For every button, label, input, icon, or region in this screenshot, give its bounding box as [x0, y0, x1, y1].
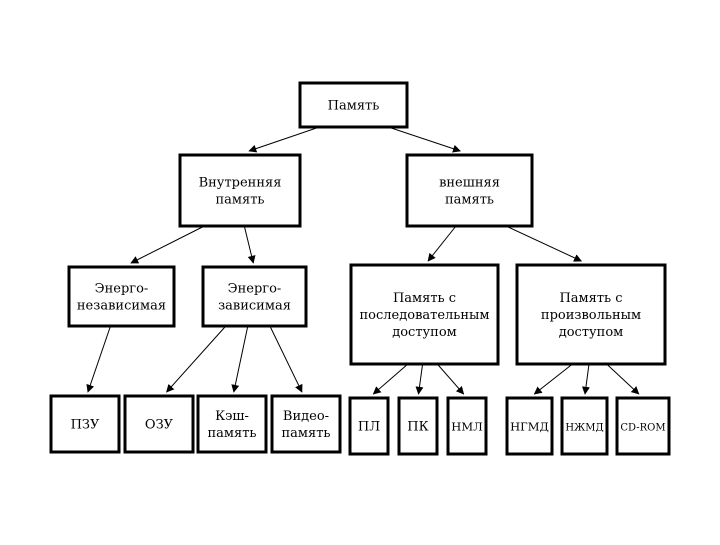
node-label-random-line-0: Память с	[559, 291, 622, 306]
edge-nonvolatile-to-pzu	[86, 325, 111, 393]
node-label-ngmd-line-0: НГМД	[510, 420, 549, 434]
node-label-cache-line-0: Кэш-	[215, 409, 249, 424]
node-box-ngmd	[505, 396, 554, 456]
edge-sequential-to-pk	[415, 363, 424, 395]
node-label-ozu-line-0: ОЗУ	[145, 418, 174, 433]
node-label-nzhmd-line-0: НЖМД	[565, 423, 603, 434]
node-label-pk-line-0: ПК	[407, 420, 428, 435]
node-ozu: ОЗУ	[123, 394, 195, 454]
node-pzu: ПЗУ	[49, 394, 121, 454]
edge-volatile-to-video	[269, 325, 303, 393]
edge-random-to-ngmd	[533, 363, 573, 395]
node-label-video-line-0: Видео-	[283, 409, 329, 424]
edge-internal-to-volatile	[243, 225, 256, 264]
edge-random-to-nzhmd	[581, 363, 590, 395]
node-label-nonvolatile-line-0: Энерго-	[95, 282, 149, 297]
node-box-pzu	[49, 394, 121, 454]
node-box-pl	[348, 396, 390, 456]
node-nonvolatile: Энерго-независимая	[67, 265, 176, 328]
edge-volatile-to-ozu	[166, 325, 227, 393]
node-label-volatile-line-0: Энерго-	[228, 282, 282, 297]
node-box-external	[405, 153, 534, 228]
node-label-nml-line-0: НМЛ	[451, 420, 483, 434]
edge-sequential-to-pl	[372, 363, 409, 395]
node-box-ozu	[123, 394, 195, 454]
node-box-nzhmd	[560, 396, 609, 456]
node-volatile: Энерго-зависимая	[201, 265, 308, 328]
node-box-nonvolatile	[67, 265, 176, 328]
node-cache: Кэш-память	[196, 394, 268, 454]
node-label-sequential-line-1: последовательным	[360, 308, 490, 323]
node-label-cache-line-1: память	[208, 426, 257, 441]
edge-sequential-to-nml	[436, 363, 465, 395]
node-label-video-line-1: память	[282, 426, 331, 441]
edge-external-to-random	[505, 225, 583, 262]
node-box-volatile	[201, 265, 308, 328]
node-label-pzu-line-0: ПЗУ	[71, 418, 100, 433]
edge-random-to-cdrom	[606, 363, 640, 395]
node-box-sequential	[349, 263, 500, 366]
node-label-sequential-line-2: доступом	[392, 325, 457, 340]
edge-internal-to-nonvolatile	[130, 225, 205, 264]
node-label-root-line-0: Память	[328, 99, 380, 114]
node-ngmd: НГМД	[505, 396, 554, 456]
node-pl: ПЛ	[348, 396, 390, 456]
nodes-layer: ПамятьВнутренняяпамятьвнешняяпамятьЭнерг…	[49, 81, 671, 456]
node-internal: Внутренняя память	[178, 153, 302, 228]
node-label-pl-line-0: ПЛ	[358, 420, 380, 435]
node-cdrom: CD-ROM	[615, 396, 671, 456]
node-box-random	[515, 263, 667, 366]
edges-layer	[86, 126, 640, 395]
node-label-volatile-line-1: зависимая	[218, 299, 291, 314]
node-box-root	[298, 81, 409, 129]
node-label-internal-line-0: Внутренняя	[199, 176, 282, 191]
node-random: Память с произвольным доступом	[515, 263, 667, 366]
node-label-cdrom-line-0: CD-ROM	[620, 423, 665, 434]
node-external: внешняя память	[405, 153, 534, 228]
node-sequential: Память с последовательным доступом	[349, 263, 500, 366]
node-box-cdrom	[615, 396, 671, 456]
node-box-nml	[446, 396, 488, 456]
node-label-sequential-line-0: Память с	[393, 291, 456, 306]
node-box-pk	[397, 396, 439, 456]
node-label-external-line-0: внешняя	[439, 176, 500, 191]
node-label-random-line-2: доступом	[559, 325, 624, 340]
edge-volatile-to-cache	[231, 325, 249, 393]
node-nzhmd: НЖМД	[560, 396, 609, 456]
node-box-internal	[178, 153, 302, 228]
node-label-nonvolatile-line-1: независимая	[77, 299, 166, 314]
edge-external-to-sequential	[427, 225, 457, 262]
node-box-video	[270, 394, 342, 454]
node-label-random-line-1: произвольным	[541, 308, 641, 323]
edge-root-to-internal	[248, 126, 320, 153]
node-label-external-line-1: память	[445, 193, 494, 208]
node-pk: ПК	[397, 396, 439, 456]
node-video: Видео-память	[270, 394, 342, 454]
edge-root-to-external	[388, 126, 461, 153]
node-root: Память	[298, 81, 409, 129]
node-nml: НМЛ	[446, 396, 488, 456]
node-box-cache	[196, 394, 268, 454]
node-label-internal-line-1: память	[216, 193, 265, 208]
